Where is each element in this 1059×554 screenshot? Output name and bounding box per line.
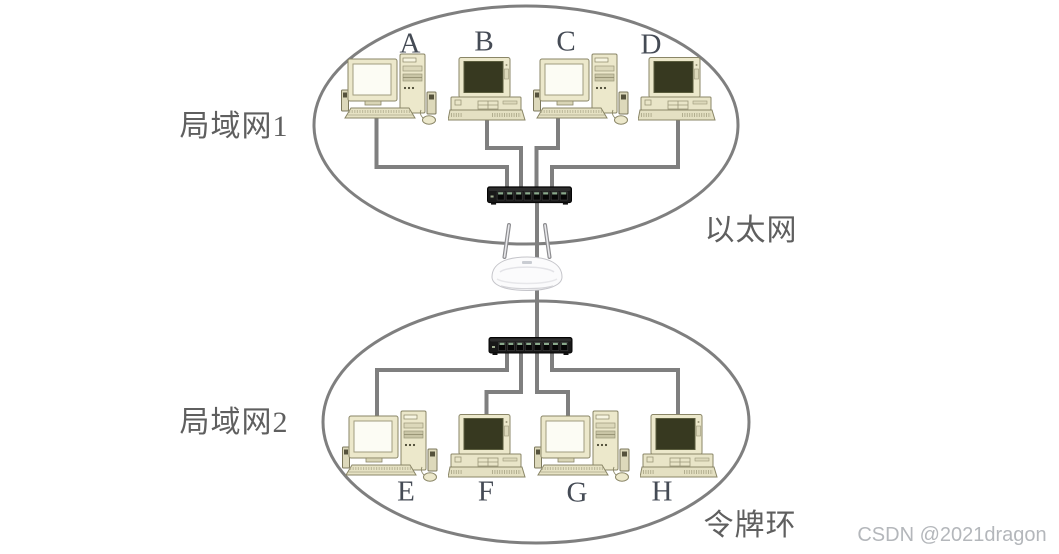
wire-switch2-to-host-e <box>375 352 509 418</box>
wire-host-d-to-switch1 <box>550 116 680 190</box>
wire-switch2-to-host-h <box>550 352 680 418</box>
host-label-e: E <box>397 475 415 508</box>
host-label-d: D <box>640 28 662 61</box>
lan1-technology-label: 以太网 <box>704 214 798 247</box>
computer-e pc-tower-icon <box>342 410 438 482</box>
lan2-technology-label: 令牌环 <box>703 509 797 542</box>
computer-b pc-desktop-icon <box>448 57 526 123</box>
host-label-f: F <box>477 475 495 508</box>
lan2-ethernet-switch-icon <box>488 336 573 356</box>
computer-h pc-desktop-icon <box>640 414 718 480</box>
host-label-a: A <box>399 27 421 60</box>
wireless-router-icon <box>485 222 569 298</box>
lan1-name-label: 局域网1 <box>179 110 289 143</box>
computer-a pc-tower-icon <box>341 53 437 125</box>
wire-switch2-to-host-g <box>535 352 570 418</box>
host-label-b: B <box>474 25 494 58</box>
wire-host-b-to-switch1 <box>485 118 523 190</box>
computer-d pc-desktop-icon <box>638 57 716 123</box>
host-label-h: H <box>651 475 673 508</box>
host-label-g: G <box>566 476 588 509</box>
computer-c pc-tower-icon <box>533 53 629 125</box>
csdn-watermark: CSDN @2021dragon <box>857 524 1047 546</box>
lan1-ethernet-switch-icon <box>487 185 572 206</box>
wire-host-a-to-switch1 <box>374 116 509 190</box>
host-label-c: C <box>556 25 576 58</box>
wire-host-c-to-switch1 <box>534 118 560 190</box>
lan1-boundary-ellipse <box>312 4 740 246</box>
computer-f pc-desktop-icon <box>448 414 526 480</box>
lan2-name-label: 局域网2 <box>179 406 289 439</box>
wire-switch2-to-host-f <box>484 352 523 418</box>
computer-g pc-tower-icon <box>534 410 630 482</box>
